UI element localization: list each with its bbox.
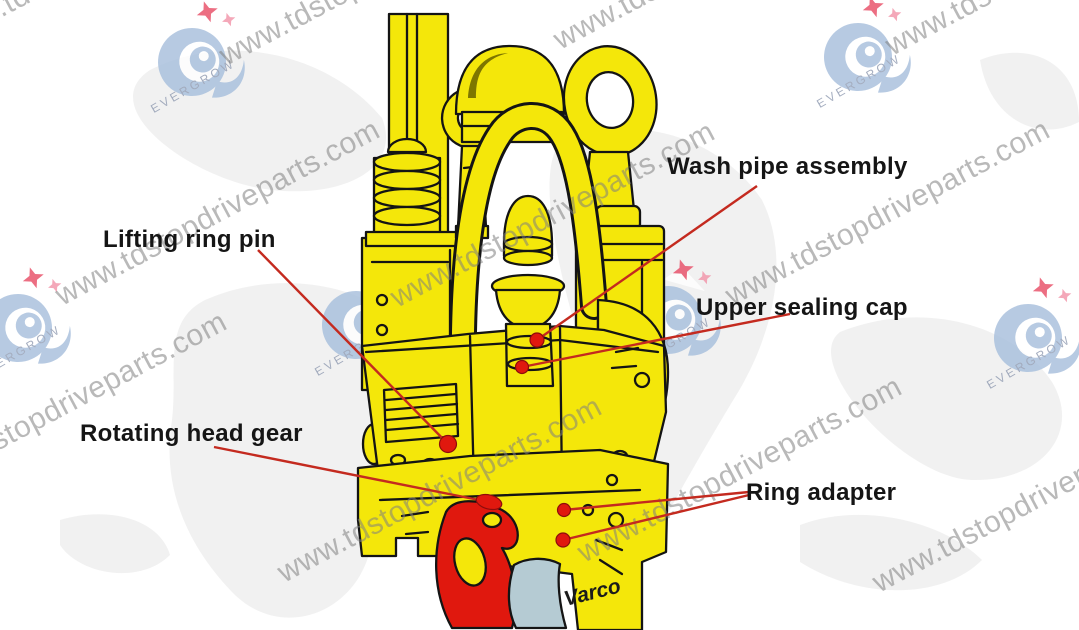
leader-upper-sealing-cap [521,312,791,369]
callout-label-lifting-ring-pin: Lifting ring pin [103,226,276,253]
pointer-dot-ring-adapter-1 [556,502,572,518]
arch-hose [448,102,608,466]
leader-ring-adapter-1 [563,490,750,512]
pointer-dot-upper-sealing-cap [514,359,530,375]
callout-label-upper-sealing-cap: Upper sealing cap [696,294,908,321]
red-guard-part [435,500,519,630]
callout-label-rotating-head-gear: Rotating head gear [80,420,303,447]
callout-label-wash-pipe-assembly: Wash pipe assembly [667,153,908,180]
leader-ring-adapter-2 [562,493,750,542]
pointer-dot-rotating-head-gear [475,493,503,511]
wash-pipe-column [490,194,566,388]
leader-lifting-ring-pin [257,249,449,445]
pointer-dot-ring-adapter-2 [555,532,571,548]
left-motor [360,137,460,392]
leader-wash-pipe-assembly [536,185,758,341]
pointer-dot-lifting-ring-pin [438,434,458,454]
callout-label-ring-adapter: Ring adapter [746,479,897,506]
pointer-dot-wash-pipe-assembly [529,332,545,348]
lifting-bail [562,45,658,157]
leader-rotating-head-gear [213,445,490,504]
blue-lower-part [507,557,568,630]
